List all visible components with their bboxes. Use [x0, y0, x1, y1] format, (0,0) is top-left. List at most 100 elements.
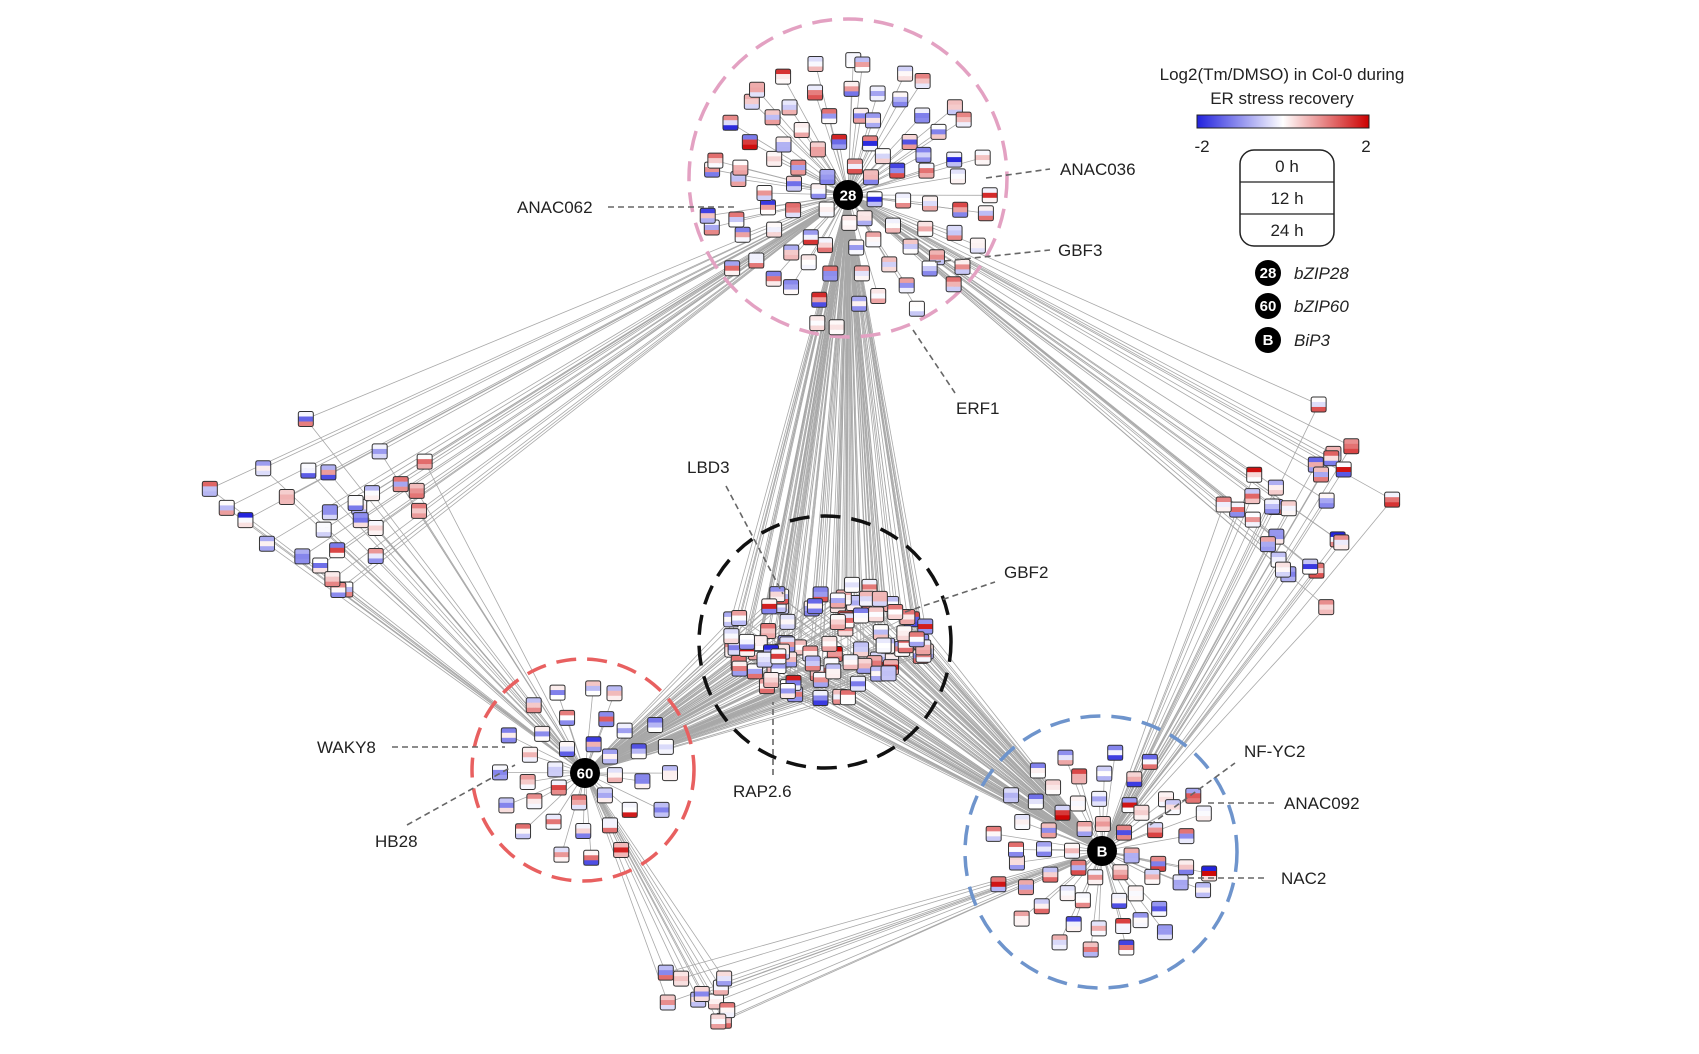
gene-node[interactable] — [1094, 816, 1111, 833]
gene-node[interactable] — [1323, 450, 1340, 467]
gene-node[interactable] — [724, 260, 741, 277]
gene-node[interactable] — [550, 779, 567, 796]
gene-node[interactable] — [1116, 824, 1133, 841]
gene-node[interactable] — [1112, 864, 1129, 881]
gene-node[interactable] — [1141, 753, 1158, 770]
gene-node[interactable] — [1335, 461, 1352, 478]
gene-node[interactable] — [821, 108, 838, 125]
gene-node[interactable] — [1244, 511, 1261, 528]
gene-node[interactable] — [887, 603, 904, 620]
gene-node[interactable] — [985, 825, 1002, 842]
gene-node[interactable] — [525, 697, 542, 714]
gene-node[interactable] — [1036, 841, 1053, 858]
gene-node[interactable] — [852, 607, 869, 624]
gene-node[interactable] — [411, 502, 428, 519]
gene-node[interactable] — [848, 239, 865, 256]
gene-node[interactable] — [218, 499, 235, 516]
gene-node[interactable] — [673, 970, 690, 987]
gene-node[interactable] — [806, 598, 823, 615]
gene-node[interactable] — [818, 201, 835, 218]
gene-node[interactable] — [723, 628, 740, 645]
gene-node[interactable] — [255, 460, 272, 477]
gene-node[interactable] — [756, 185, 773, 202]
gene-node[interactable] — [854, 56, 871, 73]
gene-node[interactable] — [1267, 479, 1284, 496]
gene-node[interactable] — [583, 849, 600, 866]
gene-node[interactable] — [952, 201, 969, 218]
gene-node[interactable] — [613, 841, 630, 858]
gene-node[interactable] — [822, 265, 839, 282]
gene-node[interactable] — [315, 521, 332, 538]
gene-node[interactable] — [300, 462, 317, 479]
gene-node[interactable] — [1280, 500, 1297, 517]
gene-node[interactable] — [1115, 918, 1132, 935]
gene-node[interactable] — [748, 252, 765, 269]
gene-node[interactable] — [1059, 885, 1076, 902]
gene-node[interactable] — [647, 717, 664, 734]
gene-node[interactable] — [1215, 496, 1232, 513]
gene-node[interactable] — [868, 606, 885, 623]
gene-node[interactable] — [828, 319, 845, 336]
gene-node[interactable] — [408, 482, 425, 499]
gene-node[interactable] — [1178, 828, 1195, 845]
gene-node[interactable] — [908, 631, 925, 648]
gene-node[interactable] — [812, 689, 829, 706]
gene-node[interactable] — [871, 590, 888, 607]
gene-node[interactable] — [1264, 498, 1281, 515]
gene-node[interactable] — [874, 148, 891, 165]
gene-node[interactable] — [1246, 466, 1263, 483]
gene-node[interactable] — [807, 56, 824, 73]
gene-node[interactable] — [761, 598, 778, 615]
gene-node[interactable] — [810, 183, 827, 200]
gene-node[interactable] — [634, 773, 651, 790]
gene-node[interactable] — [278, 488, 295, 505]
gene-node[interactable] — [922, 195, 939, 212]
gene-node[interactable] — [738, 633, 755, 650]
gene-node[interactable] — [1107, 744, 1124, 761]
gene-node[interactable] — [809, 141, 826, 158]
gene-node[interactable] — [1051, 934, 1068, 951]
gene-node[interactable] — [1126, 771, 1143, 788]
gene-node[interactable] — [849, 675, 866, 692]
gene-node[interactable] — [1195, 805, 1212, 822]
gene-node[interactable] — [1091, 790, 1108, 807]
hub-bzip28[interactable]: 28 — [833, 180, 863, 210]
gene-node[interactable] — [981, 187, 998, 204]
gene-node[interactable] — [1042, 866, 1059, 883]
gene-node[interactable] — [1054, 804, 1071, 821]
gene-node[interactable] — [492, 764, 509, 781]
gene-node[interactable] — [901, 134, 918, 151]
gene-node[interactable] — [898, 277, 915, 294]
gene-node[interactable] — [1123, 847, 1140, 864]
gene-node[interactable] — [817, 237, 834, 254]
gene-node[interactable] — [946, 99, 963, 116]
gene-node[interactable] — [575, 822, 592, 839]
gene-node[interactable] — [371, 443, 388, 460]
gene-node[interactable] — [775, 68, 792, 85]
gene-node[interactable] — [870, 288, 887, 305]
gene-node[interactable] — [1013, 910, 1030, 927]
gene-node[interactable] — [731, 610, 748, 627]
gene-node[interactable] — [602, 748, 619, 765]
gene-node[interactable] — [1076, 820, 1093, 837]
gene-node[interactable] — [915, 146, 932, 163]
gene-node[interactable] — [1274, 561, 1291, 578]
gene-node[interactable] — [954, 258, 971, 275]
gene-node[interactable] — [844, 576, 861, 593]
gene-node[interactable] — [732, 159, 749, 176]
gene-node[interactable] — [802, 229, 819, 246]
gene-node[interactable] — [1040, 822, 1057, 839]
gene-node[interactable] — [526, 793, 543, 810]
gene-node[interactable] — [869, 85, 886, 102]
gene-node[interactable] — [829, 614, 846, 631]
gene-node[interactable] — [853, 265, 870, 282]
gene-node[interactable] — [653, 801, 670, 818]
gene-node[interactable] — [1111, 892, 1128, 909]
gene-node[interactable] — [853, 641, 870, 658]
gene-node[interactable] — [862, 169, 879, 186]
gene-node[interactable] — [571, 794, 588, 811]
gene-node[interactable] — [812, 671, 829, 688]
gene-node[interactable] — [1195, 882, 1212, 899]
gene-node[interactable] — [786, 175, 803, 192]
gene-node[interactable] — [294, 548, 311, 565]
